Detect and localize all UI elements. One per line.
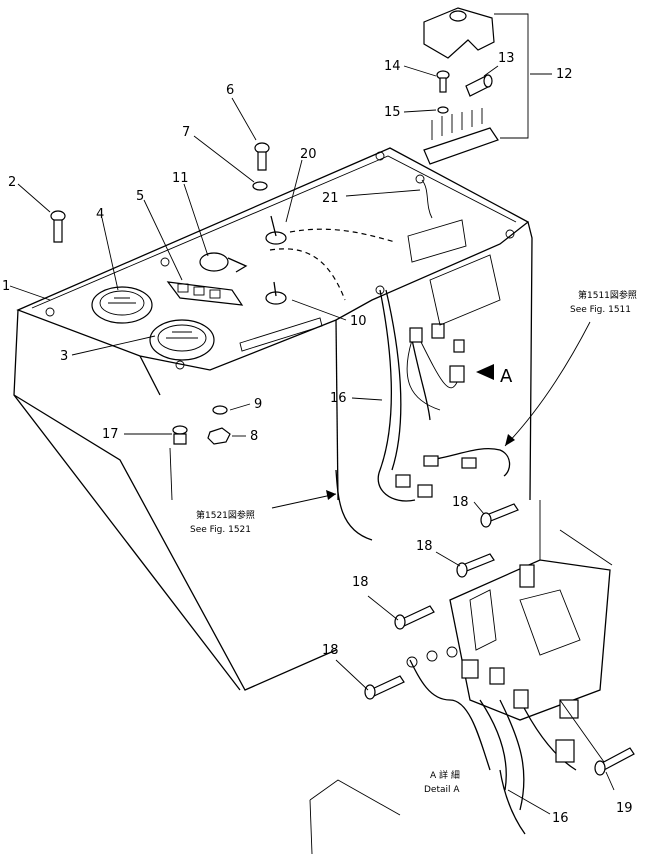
- callout-18b: 18: [416, 539, 433, 554]
- detail-a-en: Detail A: [424, 785, 460, 795]
- ref-1521-en: See Fig. 1521: [190, 525, 251, 535]
- ref-1511-en: See Fig. 1511: [570, 305, 631, 315]
- switch-cover: [423, 7, 495, 59]
- callout-18d: 18: [322, 643, 339, 658]
- callout-1: 1: [2, 279, 10, 294]
- callout-labels: 1 2 3 4 5 6 7 8 9 10 11 12 13 14 15 16 1…: [2, 51, 633, 826]
- relay-box: [429, 254, 501, 326]
- toggle-switch-10: [265, 281, 287, 305]
- callout-9: 9: [254, 397, 262, 412]
- arrow-label-a: A: [500, 366, 513, 387]
- switch-body: [423, 108, 499, 165]
- callout-16: 16: [330, 391, 347, 406]
- callout-14: 14: [384, 59, 401, 74]
- key-switch: [199, 252, 248, 273]
- plate-slot: [239, 317, 323, 352]
- callout-18c: 18: [352, 575, 369, 590]
- callout-18a: 18: [452, 495, 469, 510]
- screw-14: [436, 70, 450, 93]
- bolt-18-b: [456, 553, 495, 578]
- callout-15: 15: [384, 105, 401, 120]
- gauge-lower: [149, 319, 215, 361]
- callout-11: 11: [172, 171, 189, 186]
- callout-12: 12: [556, 67, 573, 82]
- toggle-switch-20: [265, 215, 287, 245]
- washer-15: [437, 106, 449, 114]
- nut-8: [207, 427, 231, 445]
- callout-5: 5: [136, 189, 144, 204]
- callout-6: 6: [226, 83, 234, 98]
- console-housing: [13, 147, 533, 691]
- callout-10: 10: [350, 314, 367, 329]
- gauge-upper: [91, 286, 153, 324]
- callout-20: 20: [300, 147, 317, 162]
- callout-7: 7: [182, 125, 190, 140]
- callout-4: 4: [96, 207, 104, 222]
- callout-19: 19: [616, 801, 633, 816]
- callout-16b: 16: [552, 811, 569, 826]
- plate-opening: [407, 174, 467, 263]
- bolt-19: [594, 747, 635, 776]
- callout-3: 3: [60, 349, 68, 364]
- bolt-18-c: [394, 605, 435, 630]
- bolt-18-a: [480, 503, 519, 528]
- ref-1511-jp: 第1511図参照: [578, 289, 637, 301]
- bolt-6: [254, 142, 270, 171]
- bolt-17: [172, 425, 188, 445]
- detail-a-jp: A 詳 細: [430, 769, 460, 781]
- callout-17: 17: [102, 427, 119, 442]
- bolt-18-d: [364, 675, 405, 700]
- pin-13: [465, 74, 493, 97]
- indicator-panel: [166, 281, 244, 306]
- callout-8: 8: [250, 429, 258, 444]
- detail-a-assembly: [406, 500, 613, 835]
- wiring-harness: [335, 289, 511, 541]
- floor-corner: [309, 779, 401, 854]
- bolt-2: [50, 210, 66, 243]
- callout-2: 2: [8, 175, 16, 190]
- reference-captions: 第1511図参照 See Fig. 1511 第1521図参照 See Fig.…: [190, 289, 637, 795]
- ref-1521-jp: 第1521図参照: [196, 509, 255, 521]
- leader-lines: [9, 65, 615, 815]
- callout-21: 21: [322, 191, 339, 206]
- callout-13: 13: [498, 51, 515, 66]
- washer-7: [252, 181, 268, 191]
- washer-9: [212, 405, 228, 415]
- bracket-12: [494, 13, 529, 139]
